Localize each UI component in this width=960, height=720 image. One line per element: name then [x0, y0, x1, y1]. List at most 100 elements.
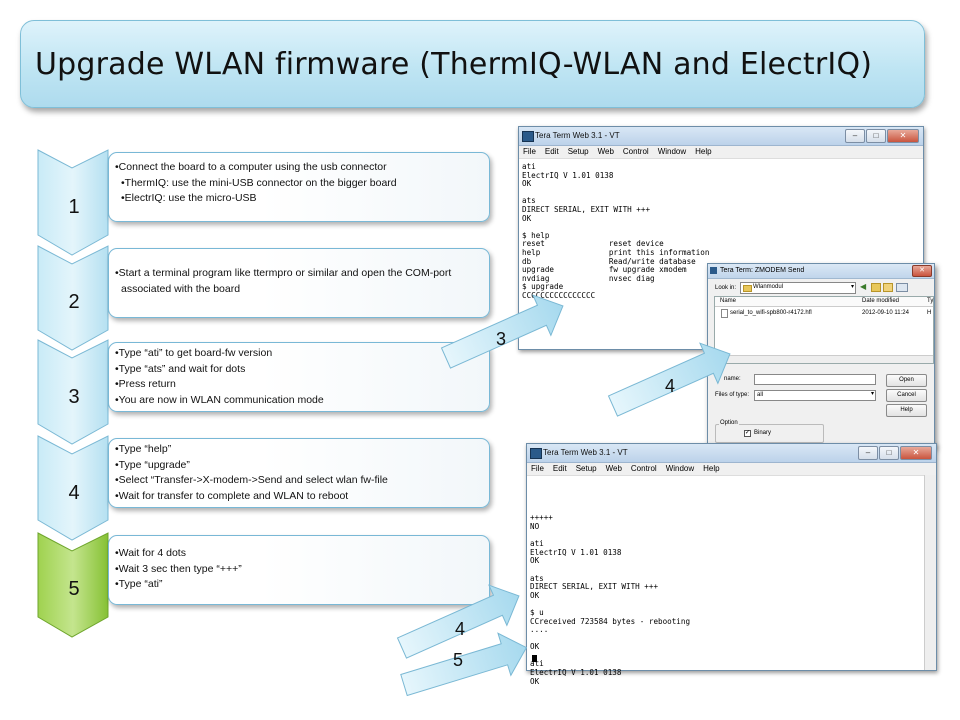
view-menu-icon[interactable]	[896, 283, 908, 292]
menu-web[interactable]: Web	[597, 147, 614, 156]
menu-edit[interactable]: Edit	[552, 464, 567, 473]
menu-window[interactable]: Window	[657, 147, 687, 156]
file-row[interactable]: serial_to_wifi-spb800-r4172.hfl 2012-09-…	[715, 309, 933, 318]
arrow-3	[440, 294, 564, 369]
file-date: 2012-09-10 11:24	[862, 310, 909, 316]
files-of-type-select[interactable]: all ▾	[754, 390, 876, 401]
arrow-4-terminal	[396, 584, 520, 659]
menu-file[interactable]: File	[531, 464, 544, 473]
step-5-number: 5	[68, 578, 80, 600]
menu-setup[interactable]: Setup	[575, 464, 597, 473]
step-1-line: •ElectrIQ: use the micro-USB	[121, 192, 257, 204]
step-chevrons	[37, 149, 109, 638]
menu-file[interactable]: File	[523, 147, 536, 156]
open-button[interactable]: Open	[886, 374, 927, 387]
zmodem-send-dialog[interactable]: Tera Term: ZMODEM Send ✕ Look in: Wlanmo…	[707, 263, 935, 448]
files-of-type-label: Files of type:	[715, 392, 750, 398]
step-5-chevron	[37, 532, 109, 638]
step-4-box: •Type “help” •Type “upgrade” •Select “Tr…	[108, 438, 490, 508]
page-title: Upgrade WLAN firmware (ThermIQ-WLAN and …	[35, 47, 873, 82]
up-folder-icon[interactable]	[871, 283, 881, 292]
menu-control[interactable]: Control	[630, 464, 657, 473]
step-3-line: •Press return	[115, 378, 176, 390]
teraterm-icon	[530, 448, 542, 459]
step-3-number: 3	[68, 386, 80, 408]
menu-help[interactable]: Help	[695, 147, 712, 156]
horizontal-scrollbar[interactable]	[715, 355, 933, 363]
step-1-box: •Connect the board to a computer using t…	[108, 152, 490, 222]
look-in-select[interactable]: Wlanmodul ▾	[740, 282, 856, 294]
option-group: Option ✓ Binary	[715, 420, 824, 443]
arrow-3-label: 3	[496, 329, 507, 349]
look-in-label: Look in:	[715, 285, 737, 291]
minimize-button[interactable]: –	[845, 129, 865, 143]
window-controls: – □ ✕	[845, 129, 919, 143]
terminal-1-title: Tera Term Web 3.1 - VT	[535, 131, 620, 140]
file-name-label: name:	[724, 376, 741, 382]
close-button[interactable]: ✕	[900, 446, 932, 460]
terminal-1-titlebar[interactable]: Tera Term Web 3.1 - VT – □ ✕	[519, 127, 923, 146]
binary-checkbox[interactable]: ✓	[744, 430, 751, 437]
menu-edit[interactable]: Edit	[544, 147, 559, 156]
file-name-input[interactable]	[754, 374, 876, 385]
maximize-button[interactable]: □	[866, 129, 886, 143]
column-name[interactable]: Name	[720, 298, 737, 304]
minimize-button[interactable]: –	[858, 446, 878, 460]
dialog-title: Tera Term: ZMODEM Send	[720, 267, 805, 274]
dialog-titlebar[interactable]: Tera Term: ZMODEM Send ✕	[708, 264, 934, 279]
step-3-line: •You are now in WLAN communication mode	[115, 393, 324, 406]
arrow-5-label: 5	[453, 650, 464, 670]
step-1-line: •ThermIQ: use the mini-USB connector on …	[121, 176, 397, 189]
option-label: Option	[719, 420, 739, 426]
terminal-window-2[interactable]: Tera Term Web 3.1 - VT – □ ✕ File Edit S…	[526, 443, 937, 685]
step-4-line: •Wait for transfer to complete and WLAN …	[115, 489, 349, 502]
help-button[interactable]: Help	[886, 404, 927, 417]
step-2-box: •Start a terminal program like ttermpro …	[108, 248, 490, 318]
file-name: serial_to_wifi-spb800-r4172.hfl	[730, 310, 812, 316]
step-5-line: •Wait for 4 dots	[115, 547, 186, 559]
step-3-line: •Type “ats” and wait for dots	[115, 362, 246, 375]
step-2-line: associated with the board	[121, 282, 241, 295]
column-type[interactable]: Ty	[927, 298, 934, 304]
step-3-box: •Type “ati” to get board-fw version •Typ…	[108, 342, 490, 412]
step-1-number: 1	[68, 196, 80, 218]
teraterm-icon	[522, 131, 534, 142]
back-icon[interactable]: ◀	[860, 282, 867, 291]
files-of-type-value: all	[757, 392, 764, 398]
arrow-5	[400, 632, 528, 697]
step-4-line: •Type “help”	[115, 443, 172, 455]
terminal-1-output[interactable]: ati ElectrIQ V 1.01 0138 OK ats DIRECT S…	[522, 162, 710, 300]
step-3-chevron	[37, 339, 109, 445]
menu-web[interactable]: Web	[605, 464, 622, 473]
step-2-line: •Start a terminal program like ttermpro …	[115, 267, 452, 279]
step-4-line: •Select “Transfer->X-modem->Send and sel…	[115, 474, 388, 486]
terminal-1-menubar: File Edit Setup Web Control Window Help	[519, 146, 923, 159]
close-button[interactable]: ✕	[887, 129, 919, 143]
new-folder-icon[interactable]	[883, 283, 893, 292]
terminal-2-titlebar[interactable]: Tera Term Web 3.1 - VT – □ ✕	[527, 444, 936, 463]
step-4-number: 4	[68, 482, 80, 504]
menu-control[interactable]: Control	[622, 147, 649, 156]
terminal-2-menubar: File Edit Setup Web Control Window Help	[527, 463, 936, 476]
maximize-button[interactable]: □	[879, 446, 899, 460]
vertical-scrollbar[interactable]	[924, 475, 936, 670]
step-1-chevron	[37, 149, 109, 256]
menu-help[interactable]: Help	[703, 464, 720, 473]
chevron-down-icon: ▾	[870, 391, 874, 397]
step-3-line: •Type “ati” to get board-fw version	[115, 347, 273, 359]
file-list-header: Name Date modified Ty	[715, 297, 933, 307]
column-date-modified[interactable]: Date modified	[862, 298, 900, 304]
file-list[interactable]: Name Date modified Ty serial_to_wifi-spb…	[714, 296, 934, 364]
step-2-chevron	[37, 245, 109, 351]
menu-window[interactable]: Window	[665, 464, 695, 473]
terminal-2-title: Tera Term Web 3.1 - VT	[543, 448, 628, 457]
close-button[interactable]: ✕	[912, 265, 932, 277]
binary-label: Binary	[754, 430, 772, 436]
arrow-4-label: 4	[455, 619, 466, 639]
menu-setup[interactable]: Setup	[567, 147, 589, 156]
cancel-button[interactable]: Cancel	[886, 389, 927, 402]
file-type: H	[927, 310, 932, 316]
terminal-2-output[interactable]: +++++ NO ati ElectrIQ V 1.01 0138 OK ats…	[530, 513, 691, 686]
step-2-number: 2	[68, 291, 80, 313]
